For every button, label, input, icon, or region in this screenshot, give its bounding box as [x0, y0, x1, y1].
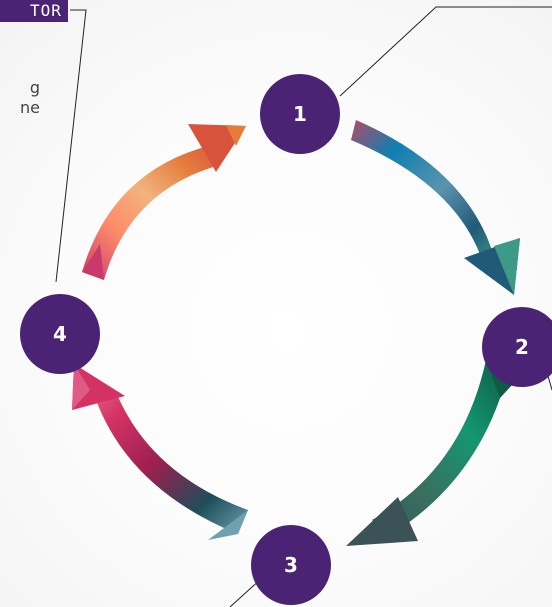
- cycle-arrow-2-to-3: [346, 360, 524, 546]
- header-tag: TOR: [0, 0, 68, 22]
- connector-line-step-2: [547, 375, 552, 391]
- step-node-3[interactable]: 3: [251, 525, 331, 605]
- step-node-1-label: 1: [293, 102, 307, 126]
- intro-text-snippet: g ne: [0, 78, 40, 118]
- step-node-4[interactable]: 4: [20, 294, 100, 374]
- cycle-arrow-4-to-1: [82, 124, 246, 280]
- cycle-arrow-1-to-2: [351, 120, 520, 295]
- cycle-arrow-3-to-4: [72, 364, 248, 540]
- connector-line-step-4: [55, 9, 87, 283]
- step-node-2[interactable]: 2: [482, 307, 552, 387]
- intro-text-line-1: g: [29, 78, 40, 97]
- step-node-2-label: 2: [515, 335, 529, 359]
- step-node-1[interactable]: 1: [260, 74, 340, 154]
- step-node-3-label: 3: [284, 553, 298, 577]
- step-node-4-label: 4: [53, 322, 67, 346]
- connector-line-step-1: [339, 6, 552, 97]
- intro-text-line-2: ne: [20, 98, 40, 117]
